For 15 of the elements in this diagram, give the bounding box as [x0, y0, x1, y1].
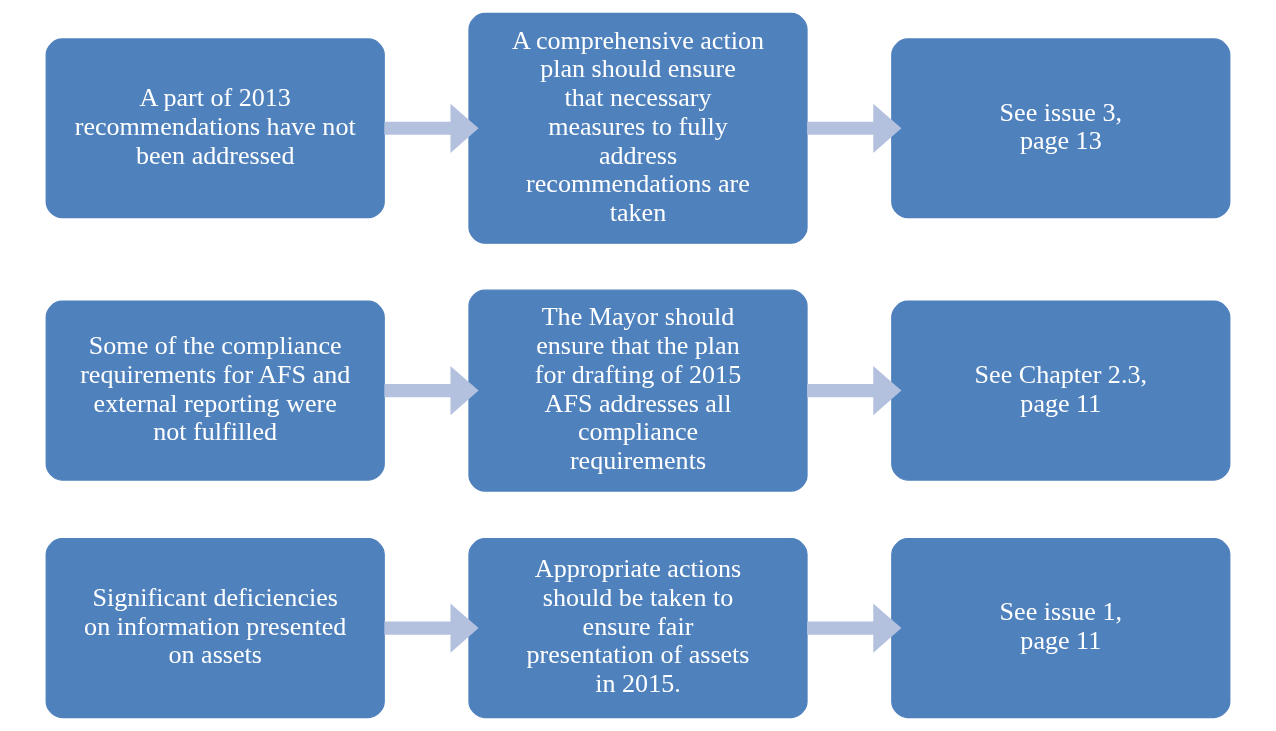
node-box: See issue 1, page 11	[891, 538, 1231, 719]
arrow	[384, 603, 479, 653]
arrow	[807, 365, 902, 416]
node-box: See issue 3, page 13	[891, 38, 1231, 219]
node-box: Appropriate actions should be taken to ensure fair presentation of assets in 2015.	[468, 538, 808, 719]
arrow	[807, 103, 902, 153]
node-box: Some of the compliance requirements for AFS and external reporting were not fulfilled	[45, 300, 385, 481]
node-box: Significant deficiencies on information presented on assets	[45, 538, 385, 719]
node-box: A comprehensive action plan should ensure that necessary measures to fully address recommendations are taken	[468, 12, 808, 244]
node-box: A part of 2013 recommendations have not been addressed	[45, 38, 385, 219]
node-box: See Chapter 2.3, page 11	[891, 300, 1231, 481]
node-box: The Mayor should ensure that the plan for drafting of 2015 AFS addresses all compliance requirements	[468, 289, 808, 492]
arrow	[384, 365, 479, 416]
arrow	[384, 103, 479, 153]
arrow	[807, 603, 902, 653]
